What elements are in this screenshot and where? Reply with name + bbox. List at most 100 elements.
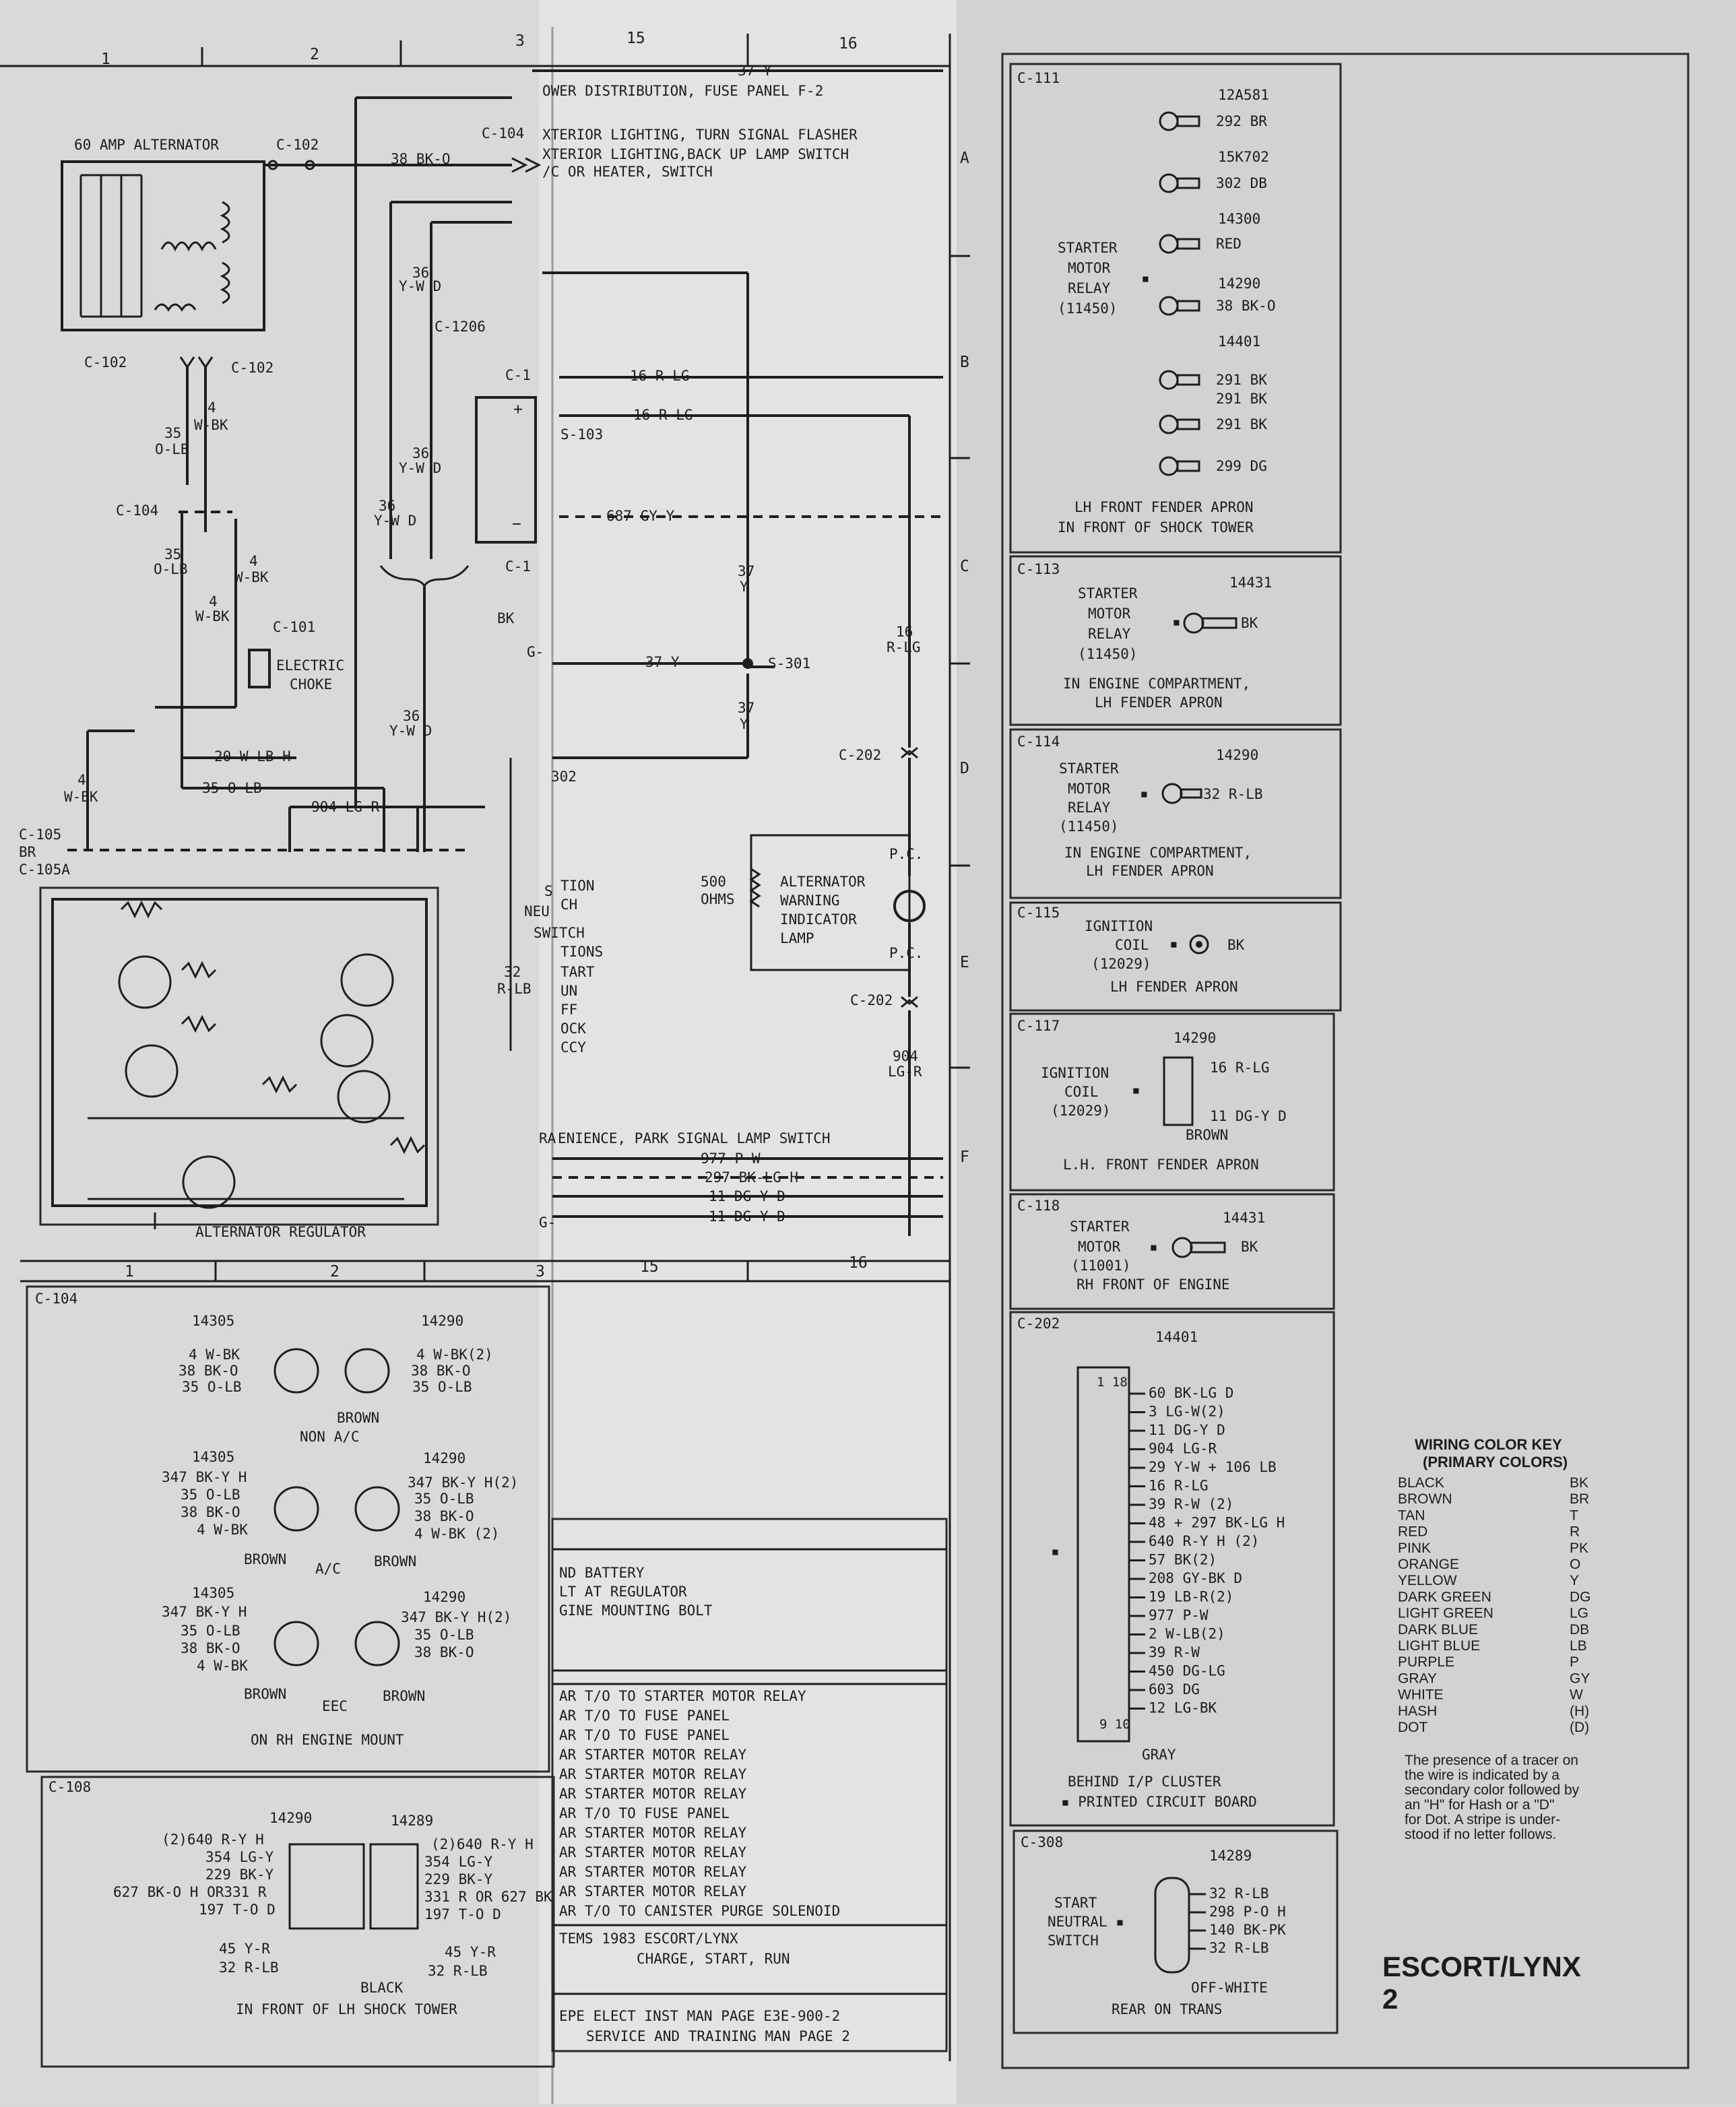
- c114-loc-2: LH FENDER APRON: [1086, 863, 1214, 879]
- c104-connector-box: C-104 14305 14290 4 W-BK 38 BK-O 35 O-LB…: [26, 1285, 550, 1773]
- wire-16-v: 16: [896, 624, 913, 640]
- middle-circuit: 37 Y OWER DISTRIBUTION, FUSE PANEL F-2 X…: [475, 63, 943, 1236]
- grid-row-f: F: [960, 1148, 969, 1166]
- battery-minus-icon: −: [512, 515, 521, 533]
- c104-label-top: C-104: [482, 125, 524, 141]
- c104-l3-2: 35 O-LB: [181, 1623, 240, 1639]
- grid-row-d: D: [960, 760, 969, 777]
- legend-c-1: TEMS 1983 ESCORT/LYNX: [559, 1931, 738, 1947]
- c101-label: C-101: [273, 619, 315, 635]
- c108-black: BLACK: [360, 1980, 404, 1996]
- c308-switch-3: SWITCH: [1048, 1933, 1099, 1949]
- ring-barrel: [1176, 460, 1200, 472]
- c202-wire: 11 DG-Y D: [1149, 1422, 1225, 1438]
- pos-6: FF: [560, 1002, 577, 1018]
- c102-label-left: C-102: [84, 354, 127, 370]
- c111-part-1: 12A581: [1218, 87, 1269, 103]
- pc-label-top: P.C.: [889, 846, 924, 862]
- c117-w2: 11 DG-Y D: [1210, 1108, 1287, 1124]
- c308-loc: REAR ON TRANS: [1112, 2001, 1222, 2017]
- c308-wire: 32 R-LB: [1209, 1940, 1269, 1956]
- key-note-line: stood if no letter follows.: [1405, 1827, 1556, 1842]
- c115-view: C-115 IGNITION COIL (12029) ▪ BK LH FEND…: [1009, 901, 1342, 1012]
- key-color-name: DARK BLUE: [1398, 1622, 1478, 1638]
- c104-b1-2: NON A/C: [300, 1429, 360, 1445]
- key-color-name: LIGHT GREEN: [1398, 1606, 1493, 1621]
- legend-b-item: AR STARTER MOTOR RELAY: [559, 1747, 747, 1763]
- legend-b-item: AR T/O TO FUSE PANEL: [559, 1727, 730, 1743]
- c111-part-4: 14290: [1218, 275, 1260, 292]
- c113-ring-barrel: [1201, 617, 1237, 629]
- c108-l-5: 197 T-O D: [199, 1902, 276, 1918]
- c102-label-top: C-102: [276, 137, 319, 153]
- c104-p2a: 14305: [192, 1449, 234, 1465]
- c114-relay-4: (11450): [1059, 818, 1119, 835]
- wire-4-color-3: W-BK: [195, 608, 230, 624]
- choke-label-1: ELECTRIC: [276, 657, 344, 674]
- c202-wire: 29 Y-W + 106 LB: [1149, 1459, 1277, 1475]
- left-wiring: C-102 C-102 4 W-BK 35 O-LB C-104 35 O-LB…: [19, 96, 512, 878]
- c202-wire: 3 LG-W(2): [1149, 1404, 1225, 1420]
- c104-r3-3: 38 BK-O: [414, 1644, 474, 1660]
- c114-pcb-marker: ▪: [1140, 785, 1149, 802]
- c113-part: 14431: [1229, 575, 1272, 591]
- c1-label-bottom: C-1: [505, 558, 531, 575]
- wire-36-label: 36: [412, 265, 429, 281]
- legend-d-2: SERVICE AND TRAINING MAN PAGE 2: [586, 2028, 850, 2044]
- key-color-name: YELLOW: [1398, 1573, 1457, 1588]
- c104-b2-3: BROWN: [374, 1553, 416, 1569]
- c113-relay-4: (11450): [1078, 646, 1138, 662]
- key-color-code: LG: [1570, 1606, 1588, 1621]
- wire-38-label: 38 BK-O: [391, 151, 451, 167]
- key-color-code: T: [1570, 1508, 1578, 1523]
- c202-wire: 450 DG-LG: [1149, 1663, 1225, 1679]
- c115-coil-2: COIL: [1115, 937, 1149, 953]
- c202-wire: 2 W-LB(2): [1149, 1626, 1225, 1642]
- top-grid: 1 2 3 15 16 A B C D E F: [0, 30, 970, 2061]
- c108-l-4: 627 BK-O H OR331 R: [113, 1884, 267, 1900]
- c115-ring-terminal: [1189, 934, 1209, 954]
- c115-coil-3: (12029): [1091, 956, 1151, 972]
- key-color-name: PURPLE: [1398, 1654, 1454, 1670]
- c308-wire: 140 BK-PK: [1209, 1922, 1286, 1938]
- dest-2: XTERIOR LIGHTING, TURN SIGNAL FLASHER: [542, 127, 858, 143]
- key-color-code: PK: [1570, 1541, 1588, 1556]
- c117-w1: 16 R-LG: [1210, 1060, 1270, 1076]
- ring-barrel: [1176, 418, 1200, 430]
- c202-wire: 39 R-W: [1149, 1644, 1200, 1660]
- c104-b3-1: BROWN: [244, 1686, 286, 1702]
- key-note-line: the wire is indicated by a: [1405, 1768, 1560, 1783]
- grid-row-a: A: [960, 150, 969, 167]
- neutral-3: SWITCH: [534, 925, 585, 941]
- wire-11b: 11 DG-Y D: [709, 1208, 785, 1225]
- c104-r3-2: 35 O-LB: [414, 1627, 474, 1643]
- c202-part: 14401: [1155, 1329, 1198, 1345]
- c202-view: C-202 14401 1 18 9 10 60 BK-LG D3 LG-W(2…: [1009, 1311, 1335, 1827]
- key-color-code: P: [1570, 1654, 1579, 1670]
- c117-title: C-117: [1017, 1018, 1060, 1034]
- c308-wire: 32 R-LB: [1209, 1885, 1269, 1902]
- electric-choke-symbol: [248, 649, 271, 688]
- c104-plug-1: [274, 1348, 319, 1394]
- g-label: G-: [527, 644, 544, 660]
- key-color-code: LB: [1570, 1638, 1587, 1654]
- key-color-name: TAN: [1398, 1508, 1425, 1523]
- key-color-name: RED: [1398, 1524, 1427, 1540]
- pos-7: OCK: [560, 1020, 586, 1037]
- key-color-code: GY: [1570, 1671, 1590, 1686]
- neutral-1: S: [544, 883, 553, 899]
- c202-label-top: C-202: [839, 747, 881, 763]
- wire-35-label: 35: [164, 425, 181, 441]
- key-color-name: LIGHT BLUE: [1398, 1638, 1480, 1654]
- c108-p1: 14290: [269, 1810, 312, 1826]
- c104-r1-1: 4 W-BK(2): [416, 1347, 493, 1363]
- key-color-name: BROWN: [1398, 1491, 1452, 1507]
- c113-relay-1: STARTER: [1078, 585, 1138, 602]
- key-color-code: O: [1570, 1557, 1580, 1572]
- ra-label: RA: [539, 1130, 556, 1146]
- c108-plug-right: [369, 1843, 419, 1930]
